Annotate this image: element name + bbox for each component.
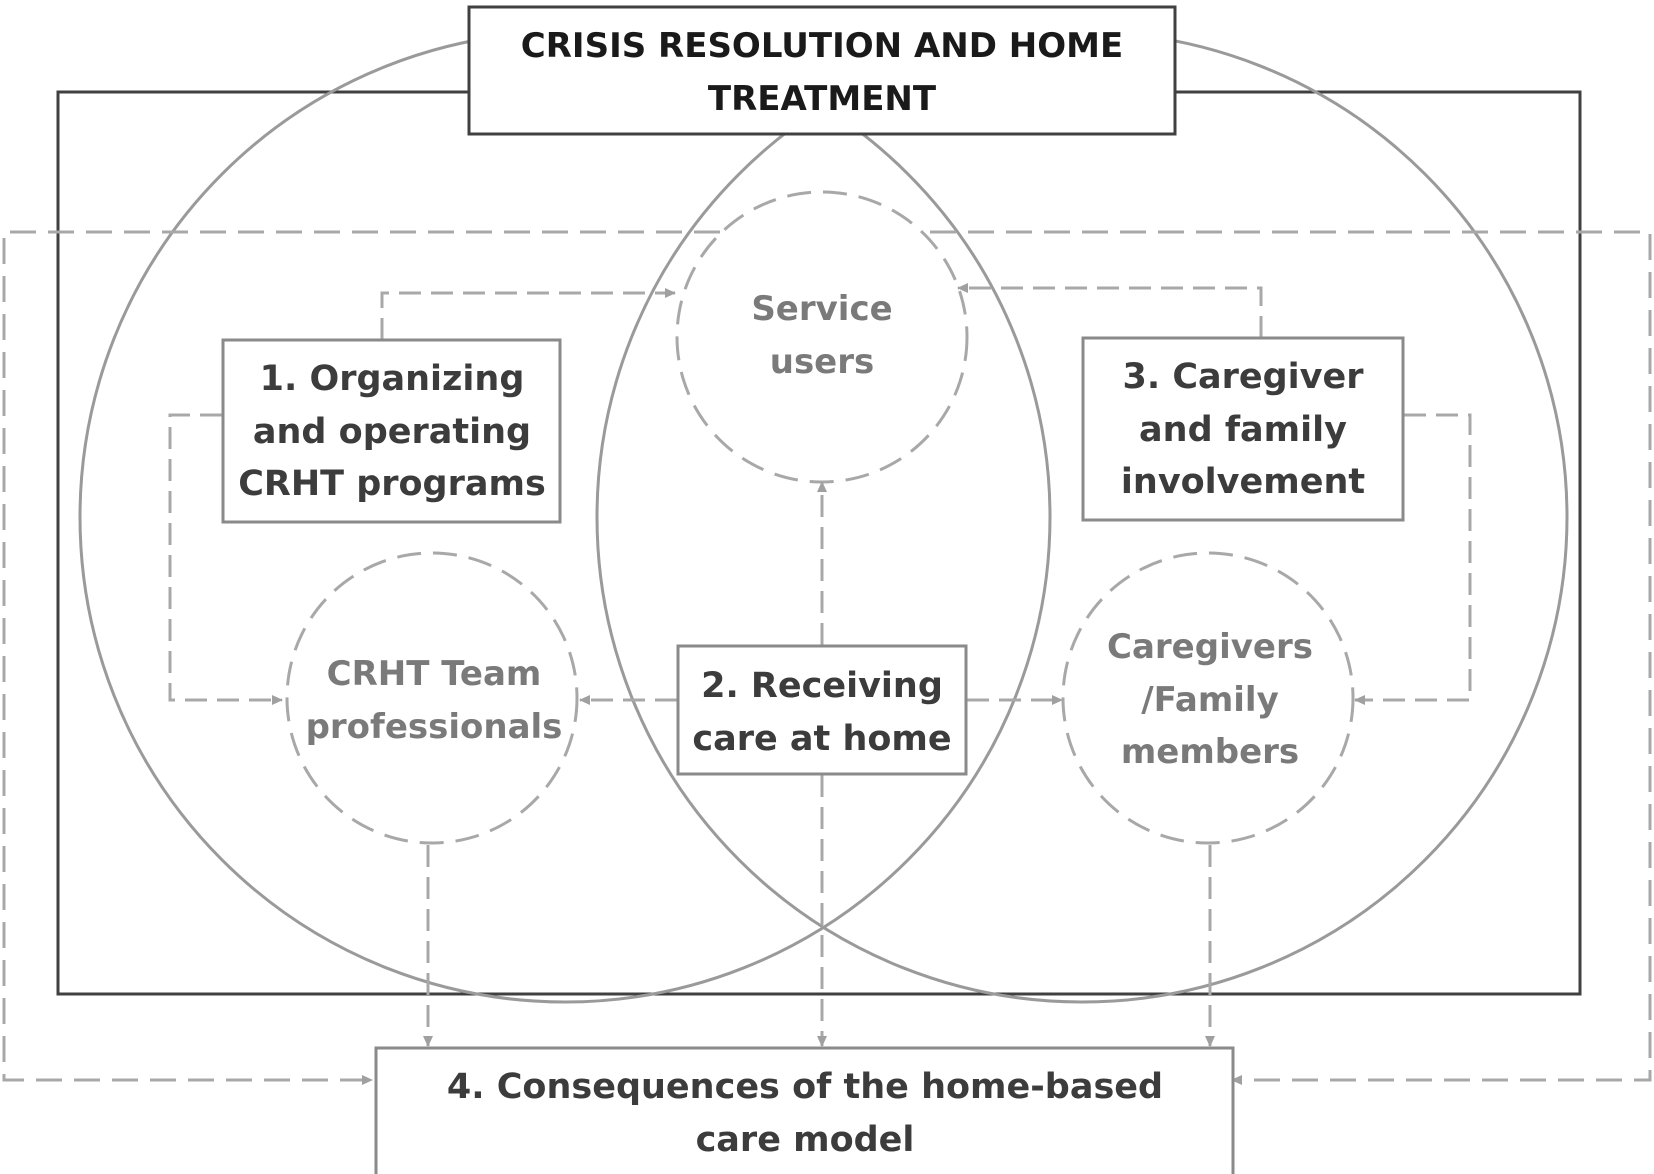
title-line-2: TREATMENT xyxy=(708,79,937,119)
consequences-box xyxy=(374,1046,1235,1174)
caregivers-line-2: /Family xyxy=(1141,680,1279,720)
title-box xyxy=(467,5,1177,136)
caregivers-circle xyxy=(1061,551,1355,845)
organizing-line-2: and operating xyxy=(253,412,531,452)
title-line-1: CRISIS RESOLUTION AND HOME xyxy=(521,26,1123,66)
outer-right-dashed-connector xyxy=(930,230,1652,1085)
receiving-line-2: care at home xyxy=(692,719,951,759)
caregivers-line-3: members xyxy=(1121,732,1299,772)
caregiver-line-3: involvement xyxy=(1121,462,1365,502)
organizing-line-3: CRHT programs xyxy=(238,464,546,504)
caregiver-line-2: and family xyxy=(1139,410,1347,450)
service-users-circle xyxy=(675,190,969,484)
arrow-caregiver-to-service-users xyxy=(957,283,1263,338)
organizing-box xyxy=(221,338,562,524)
caregivers-line-1: Caregivers xyxy=(1107,627,1313,667)
receiving-line-1: 2. Receiving xyxy=(701,666,943,706)
caregiver-line-1: 3. Caregiver xyxy=(1122,357,1364,397)
organizing-line-1: 1. Organizing xyxy=(260,359,525,399)
arrow-caregiver-to-caregivers xyxy=(1354,413,1472,705)
outer-left-dashed-connector xyxy=(2,230,720,1085)
arrow-organizing-to-team xyxy=(168,413,283,705)
caregiver-involvement-box xyxy=(1081,336,1405,522)
receiving-care-box xyxy=(676,644,968,776)
consequences-line-2: care model xyxy=(696,1120,915,1160)
team-line-2: professionals xyxy=(306,707,563,747)
team-professionals-circle xyxy=(285,551,579,845)
service-users-line-2: users xyxy=(770,342,875,382)
arrow-organizing-to-service-users xyxy=(380,288,676,340)
consequences-line-1: 4. Consequences of the home-based xyxy=(447,1067,1163,1107)
service-users-line-1: Service xyxy=(751,289,892,329)
team-line-1: CRHT Team xyxy=(327,654,542,694)
